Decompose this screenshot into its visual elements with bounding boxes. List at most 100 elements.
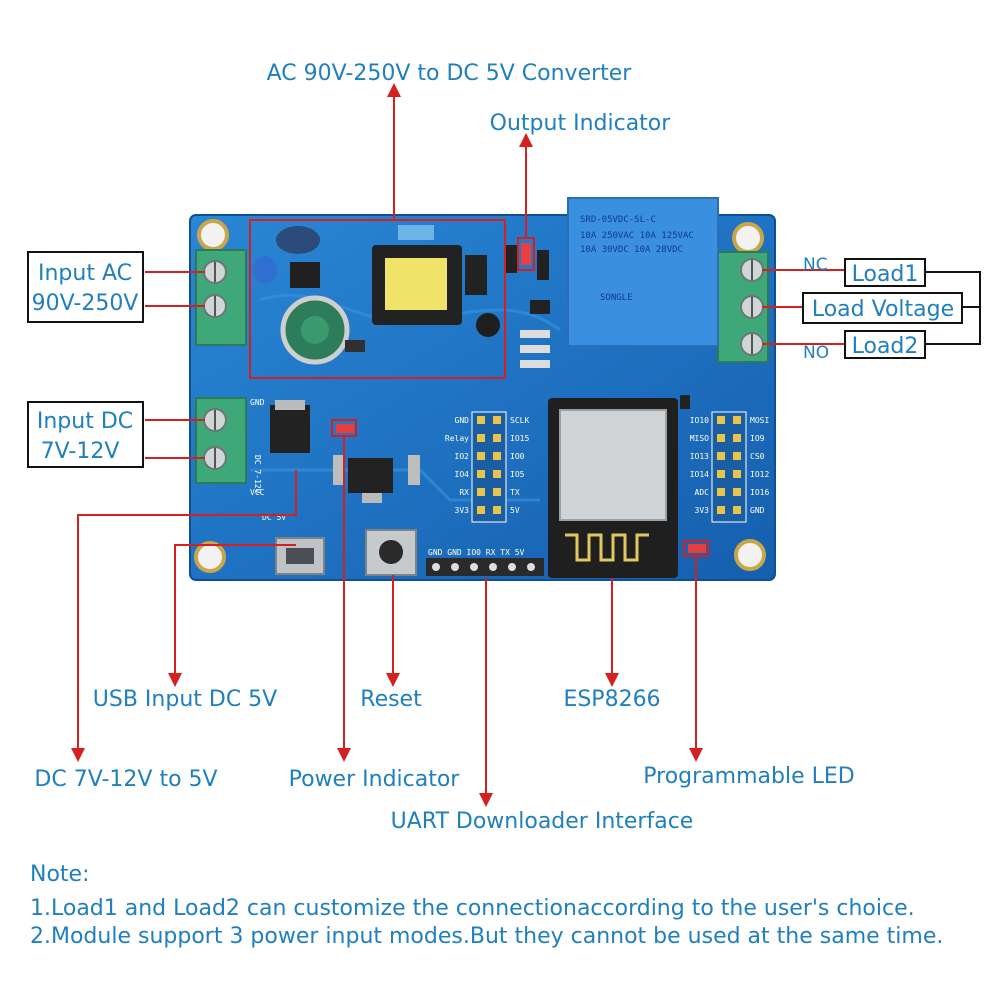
gpio-right-pin-label: TX [510,488,520,497]
gpio-pin [477,470,485,478]
gpio-left-pin-label: RX [459,488,469,497]
output-indicator-label: Output Indicator [490,111,672,136]
load2-box: Load2 [844,330,926,359]
load-voltage-box: Load Voltage [802,292,963,324]
relay-rating-2: 10A 30VDC 10A 28VDC [580,245,683,255]
ac-converter-highlight [249,219,506,379]
vcc-silk: VCC [250,488,265,497]
usb-input-label: USB Input DC 5V [93,687,277,712]
gpio-pin [493,452,501,460]
relay-terminal-block [717,251,769,363]
gpio-pin [493,416,501,424]
gpio-right-pin-label: IO0 [510,452,525,461]
micro-usb-port [275,537,325,575]
spi-pin [717,452,725,460]
relay-driver-components [505,245,690,409]
spi-right-pin-label: IO12 [750,470,769,479]
mounting-holes [194,219,766,573]
uart-label: UART Downloader Interface [391,809,694,834]
spi-pin [733,470,741,478]
spi-left-pin-label: IO10 [690,416,709,425]
spi-right-pin-label: MOSI [750,416,769,425]
input-ac-label-1: Input AC [38,261,132,286]
input-ac-box: Input AC 90V-250V [27,251,144,323]
input-dc-label-1: Input DC [37,409,133,434]
spi-right-pin-label: IO9 [750,434,765,443]
spi-left-pin-label: IO13 [690,452,709,461]
spi-pin [717,434,725,442]
gpio-pin [477,416,485,424]
input-dc-label-2: 7V-12V [41,439,120,464]
dc-converter-label: DC 7V-12V to 5V [34,767,217,792]
esp8266-label: ESP8266 [563,687,660,712]
gpio-right-pin-label: IO15 [510,434,529,443]
gpio-pin [477,506,485,514]
spi-pin [717,488,725,496]
programmable-led-component [688,544,706,553]
spi-left-pin-label: IO14 [690,470,709,479]
ac-converter-label: AC 90V-250V to DC 5V Converter [267,61,633,86]
gpio-right-pin-label: IO5 [510,470,525,479]
gpio-left-pin-label: IO4 [455,470,470,479]
power-indicator-label: Power Indicator [289,767,461,792]
note-line-1: 1.Load1 and Load2 can customize the conn… [30,896,915,921]
spi-pin [733,452,741,460]
gpio-left-pin-label: 3V3 [455,506,470,515]
uart-pin-labels: GND GND IO0 RX TX 5V [428,548,525,557]
reset-button-component [365,529,417,576]
spi-pin [733,488,741,496]
gpio-left-pin-label: Relay [445,434,469,443]
spi-pin [717,470,725,478]
gpio-pin [493,488,501,496]
no-label: NO [803,343,829,363]
spi-left-pin-label: MISO [690,434,709,443]
input-ac-label-2: 90V-250V [32,291,139,316]
gpio-pin [493,470,501,478]
spi-pin [733,506,741,514]
power-led [336,424,354,433]
gpio-left-pin-label: GND [455,416,470,425]
esp8266-module [548,398,678,578]
spi-right-pin-label: IO16 [750,488,769,497]
uart-header: GND GND IO0 RX TX 5V [426,548,544,576]
load-bracket [925,271,981,345]
gpio-left-pin-label: IO2 [455,452,470,461]
note-title: Note: [30,862,90,887]
spi-pin [717,506,725,514]
gpio-right-pin-label: 5V [510,506,520,515]
dc-converter-pointer [71,470,297,762]
usb-input-pointer [168,544,296,687]
pointer-lines [71,83,845,807]
ac-dc-converter-components [253,225,500,365]
load1-label: Load1 [852,262,919,287]
spi-left-pin-label: ADC [695,488,710,497]
note-line-2: 2.Module support 3 power input modes.But… [30,924,944,949]
dc-regulator-components: DC 5V DC 7-12V [253,400,420,522]
gpio-pin [493,506,501,514]
spi-left-pin-label: 3V3 [695,506,710,515]
input-dc-box: Input DC 7V-12V [27,401,144,468]
load-voltage-label: Load Voltage [812,297,954,322]
gnd-silk: GND [250,398,265,407]
nc-label: NC [803,255,828,275]
load2-label: Load2 [852,334,919,359]
spi-pin [733,434,741,442]
spi-right-pin-label: GND [750,506,765,515]
ac-terminal-block [195,249,247,346]
gpio-right-pin-label: SCLK [510,416,529,425]
dc-terminal-block: GND VCC [195,397,265,497]
gpio-pin [477,452,485,460]
reset-label: Reset [360,687,422,712]
gpio-pin [477,434,485,442]
load1-box: Load1 [844,258,926,287]
output-led [521,243,531,265]
relay-model-text: SRD-05VDC-SL-C [580,215,656,225]
relay-rating-1: 10A 250VAC 10A 125VAC [580,231,694,241]
relay-brand: SONGLE [600,293,633,303]
spi-right-pin-label: CS0 [750,452,765,461]
programmable-led-label: Programmable LED [643,764,854,789]
gpio-pin [477,488,485,496]
relay: SRD-05VDC-SL-C 10A 250VAC 10A 125VAC 10A… [567,197,719,347]
